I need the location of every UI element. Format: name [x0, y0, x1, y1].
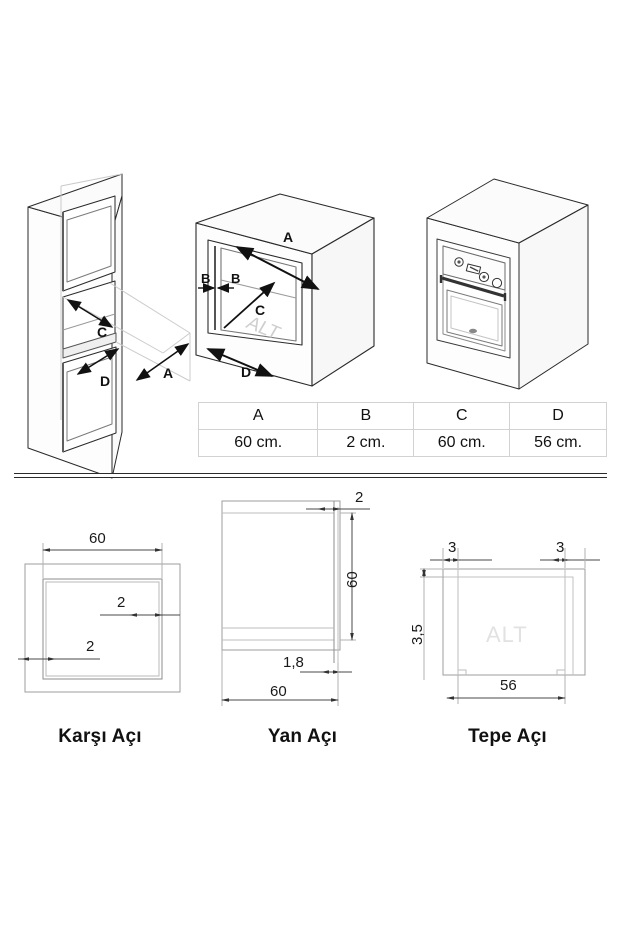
- caption-side-view: Yan Açı: [267, 726, 338, 747]
- table-header-a: A: [197, 402, 319, 430]
- side-dim-depth-offset: 1,8: [283, 654, 304, 671]
- table-header-d: D: [509, 402, 607, 430]
- iso-niche-label-d: D: [241, 364, 252, 380]
- caption-front-view: Karşı Açı: [58, 726, 142, 747]
- iso-cabinet-label-d: D: [100, 373, 111, 389]
- iso-oven-niche: [195, 193, 375, 387]
- table-header-row: A B C D: [197, 402, 607, 430]
- top-dim-width: 56: [500, 677, 517, 694]
- table-value-b: 2 cm.: [317, 429, 415, 457]
- iso-niche-label-a: A: [283, 229, 294, 245]
- iso-niche-label-b-left: B: [201, 271, 211, 286]
- ortho-front-view: [18, 543, 181, 693]
- top-dim-left-gap: 3: [448, 539, 457, 556]
- ortho-side-view: [221, 500, 370, 706]
- side-dim-depth: 60: [270, 683, 287, 700]
- front-dim-thickness-right: 2: [117, 594, 126, 611]
- caption-top-view: Tepe Açı: [468, 726, 547, 747]
- front-dim-thickness-left: 2: [86, 638, 95, 655]
- iso-cabinet-label-a: A: [163, 365, 174, 381]
- table-header-c: C: [413, 402, 511, 430]
- table-value-a: 60 cm.: [197, 429, 319, 457]
- section-divider: [14, 473, 607, 478]
- iso-tall-cabinet: [27, 173, 191, 479]
- table-header-b: B: [317, 402, 415, 430]
- top-dim-right-gap: 3: [556, 539, 565, 556]
- iso-oven-installed: [426, 178, 589, 390]
- iso-niche-label-b-right: B: [231, 271, 241, 286]
- table-value-row: 60 cm. 2 cm. 60 cm. 56 cm.: [197, 429, 607, 457]
- table-value-c: 60 cm.: [413, 429, 511, 457]
- side-dim-top-gap: 2: [355, 489, 364, 506]
- side-dim-height: 60: [344, 571, 361, 588]
- iso-niche-label-c: C: [255, 302, 266, 318]
- dimension-table: A B C D 60 cm. 2 cm. 60 cm. 56 cm.: [197, 402, 607, 457]
- iso-cabinet-label-c: C: [97, 324, 108, 340]
- top-view-alt-text: ALT: [486, 622, 528, 647]
- table-value-d: 56 cm.: [509, 429, 607, 457]
- top-dim-front-depth: 3,5: [409, 624, 426, 645]
- front-dim-width: 60: [89, 530, 106, 547]
- ortho-top-view: [420, 548, 600, 704]
